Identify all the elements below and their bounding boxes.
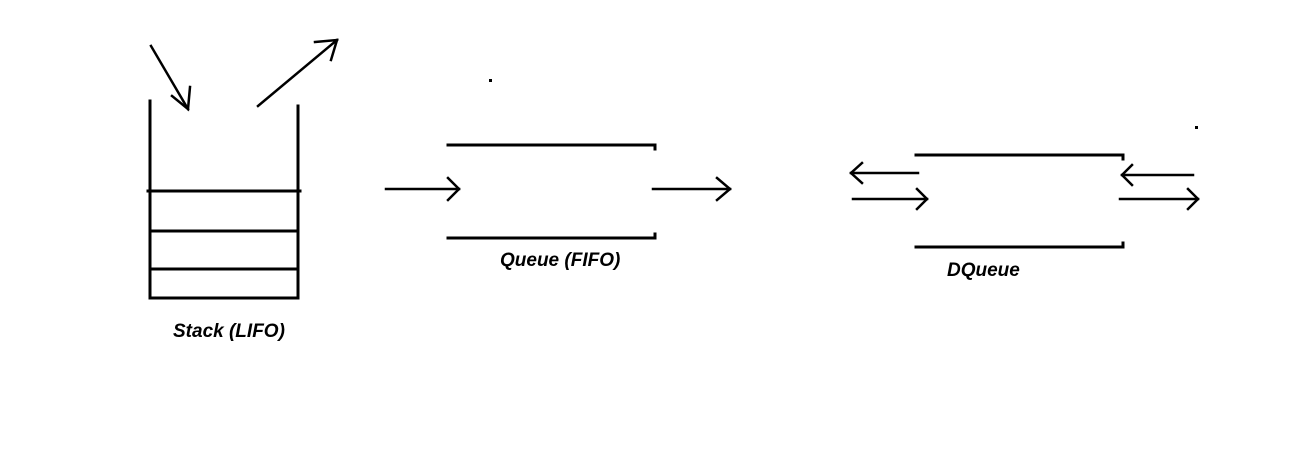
queue-diagram [384, 143, 732, 240]
arrow-left-icon [1120, 163, 1195, 187]
arrow-left-icon [849, 161, 920, 185]
arrow-right-icon [851, 187, 929, 211]
stack-label: Stack (LIFO) [173, 321, 285, 342]
stack-diagram [146, 38, 339, 300]
dqueue-diagram [849, 153, 1200, 249]
arrow-push-icon [149, 44, 192, 112]
stray-dot [1195, 126, 1198, 129]
arrow-right-icon [651, 176, 732, 202]
dqueue-label: DQueue [947, 260, 1020, 281]
stray-dot [489, 79, 492, 82]
arrow-right-icon [384, 176, 461, 202]
arrow-pop-icon [256, 38, 339, 108]
queue-label: Queue (FIFO) [500, 250, 620, 271]
arrow-right-icon [1118, 187, 1200, 211]
